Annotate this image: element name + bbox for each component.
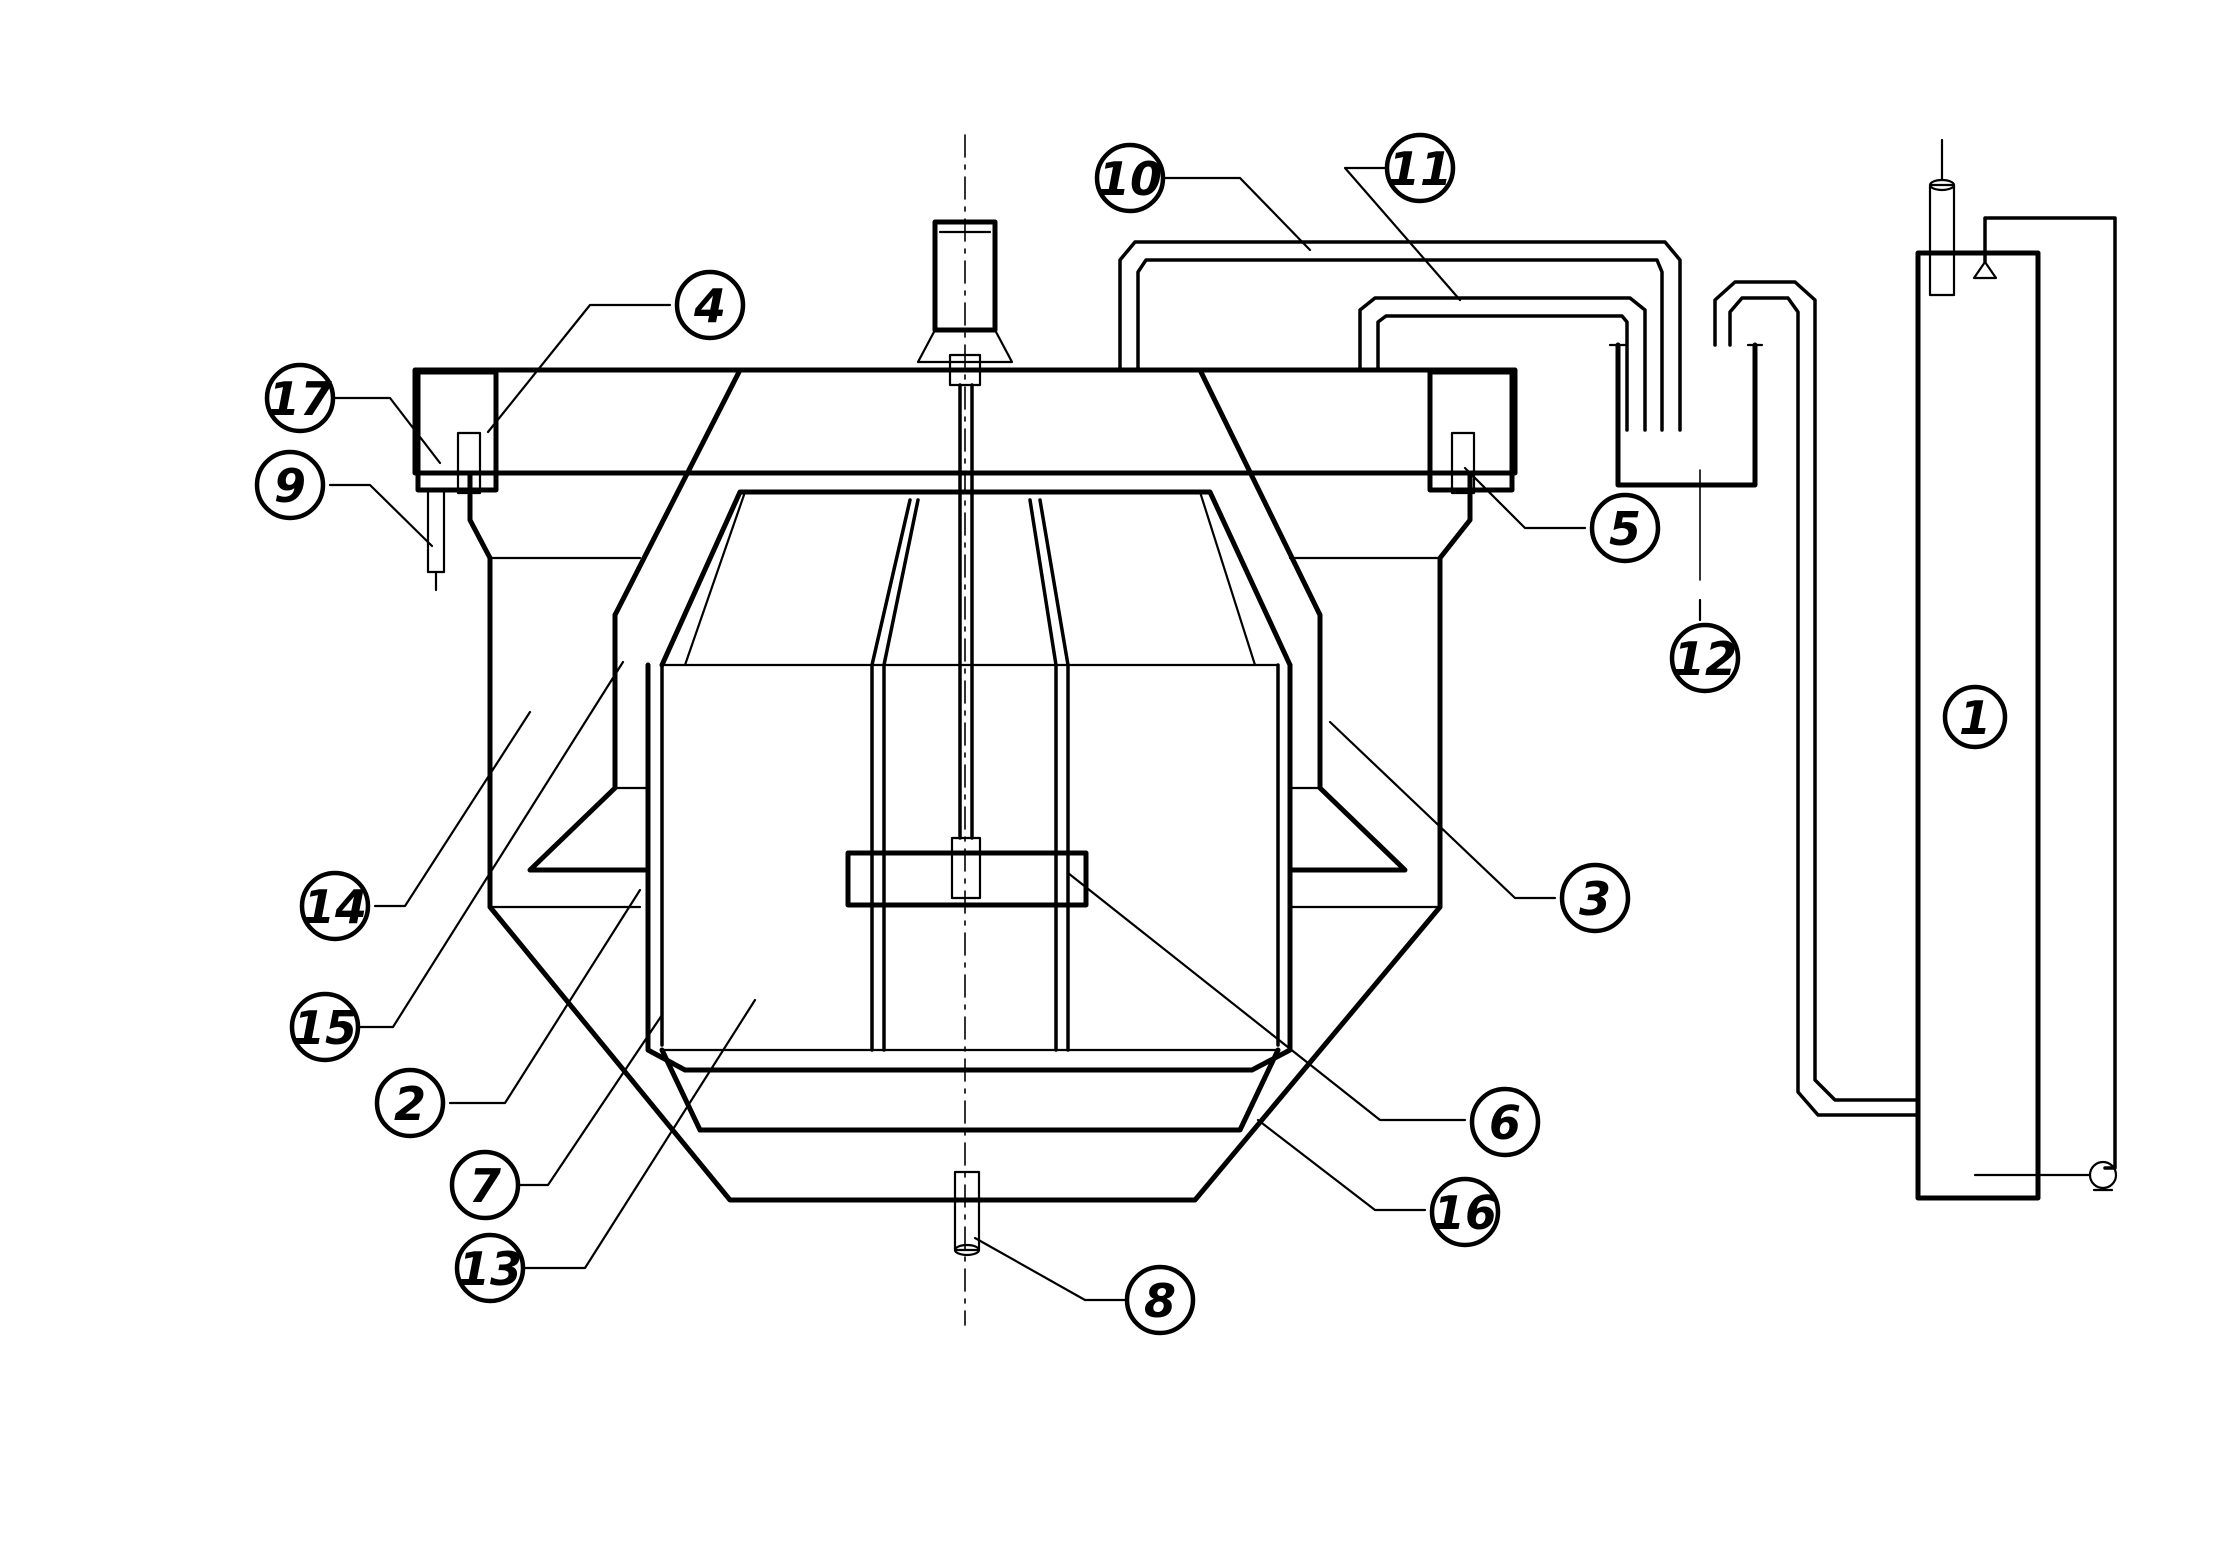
callout-label: 14	[303, 880, 367, 934]
return-pipe	[1713, 280, 1920, 1117]
callout-label: 8	[1144, 1274, 1176, 1328]
callout-17: 17	[264, 362, 336, 434]
bottom-outlet	[953, 1170, 981, 1257]
callout-label: 10	[1098, 152, 1162, 206]
gas-pipes	[1118, 240, 1682, 432]
callout-14: 14	[299, 870, 371, 942]
callout-label: 7	[469, 1159, 501, 1213]
callout-7: 7	[449, 1149, 521, 1221]
callout-8: 8	[1124, 1264, 1196, 1336]
callout-label: 15	[293, 1001, 357, 1055]
stirrer	[845, 219, 1089, 908]
baffles	[870, 498, 1070, 1052]
settling-column	[1915, 138, 2118, 1201]
callout-2: 2	[374, 1067, 446, 1139]
callout-10: 10	[1094, 142, 1166, 214]
callout-label: 17	[268, 372, 332, 426]
reaction-cylinder	[645, 489, 1293, 1133]
callout-label: 4	[693, 279, 726, 333]
callout-label: 11	[1388, 142, 1452, 196]
callout-6: 6	[1469, 1086, 1541, 1158]
callout-9: 9	[254, 449, 326, 521]
callout-11: 11	[1384, 132, 1456, 204]
callout-1: 1	[1942, 684, 2008, 750]
water-seal-box	[1608, 342, 1764, 581]
callout-3: 3	[1559, 862, 1631, 934]
callout-4: 4	[674, 269, 746, 341]
callout-label: 1	[1959, 691, 1991, 745]
callout-label: 6	[1489, 1096, 1521, 1150]
leader-lines	[328, 166, 1702, 1302]
callout-label: 5	[1609, 502, 1641, 556]
callout-label: 12	[1673, 632, 1737, 686]
callout-16: 16	[1429, 1176, 1501, 1248]
discharge-pipe-left	[426, 488, 446, 592]
callout-label: 13	[458, 1242, 522, 1296]
callout-15: 15	[289, 991, 361, 1063]
callout-label: 2	[394, 1077, 426, 1131]
outer-tank	[412, 367, 1518, 1203]
callout-12: 12	[1669, 622, 1741, 694]
callout-label: 3	[1579, 872, 1611, 926]
callout-label: 16	[1433, 1186, 1497, 1240]
inner-hood	[527, 367, 1408, 873]
callout-5: 5	[1589, 492, 1661, 564]
callout-13: 13	[454, 1232, 526, 1304]
callout-label: 9	[274, 459, 306, 513]
